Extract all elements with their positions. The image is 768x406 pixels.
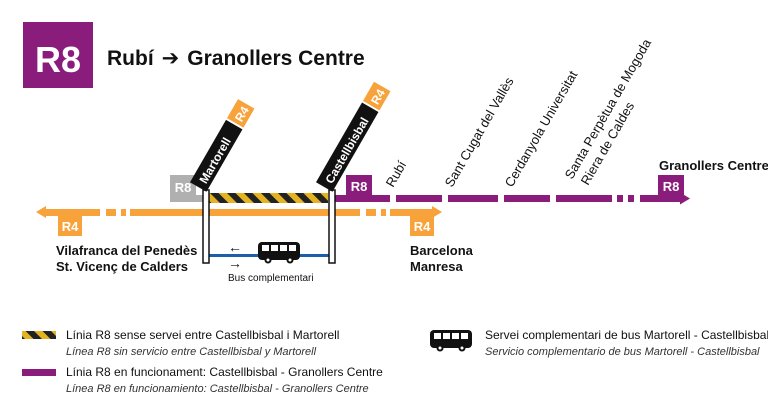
destination-right-1: Barcelona [410,243,474,258]
station-label: Rubí [383,158,410,190]
station-label: Santa Perpètua de Mogoda [562,36,655,182]
r8-segment [556,195,612,202]
r4-segment [381,209,386,216]
legend-title: Línia R8 en funcionament: Castellbisbal … [66,365,383,379]
legend-title: Servei complementari de bus Martorell - … [485,328,768,342]
station-castellbisbal-r4-badge [363,81,391,111]
r8-segment [640,195,682,202]
r4-badge-left-label: R4 [62,219,79,234]
station-martorell: Martorell R4 [190,99,255,192]
station-terminus-label: Granollers Centre [659,158,768,173]
route-arrow-icon: ➔ [162,47,180,70]
legend-subtitle: Servicio complementario de bus Martorell… [485,346,760,358]
line-badge-label: R8 [35,39,81,80]
r8-segment [396,195,442,202]
r4-segment [44,209,100,216]
r8-segment [330,195,390,202]
r8-segment [504,195,550,202]
r8-badge-castellbisbal-label: R8 [351,179,368,194]
r8-inactive-badge-label: R8 [175,180,192,195]
r8-badge-end-label: R8 [663,179,680,194]
arrow-right-icon: → [228,255,242,271]
r8-segment [617,195,623,202]
r4-segment [121,209,126,216]
destination-right-2: Manresa [410,259,464,274]
bus-icon [258,242,300,264]
r4-arrow-right [432,206,442,218]
bus-label: Bus complementari [228,273,314,284]
r4-segment [330,209,360,216]
r4-badge-right-label: R4 [414,219,431,234]
legend-subtitle: Línea R8 sin servicio entre Castellbisba… [66,346,317,358]
r4-segment [106,209,116,216]
station-castellbisbal-r4-badge-label: R4 [368,86,388,107]
route-origin: Rubí [107,47,155,70]
station-martorell-r4-badge-label: R4 [232,104,252,125]
legend-bus-icon [430,330,472,352]
r4-segment [205,209,330,216]
r4-arrow-left [36,206,46,218]
r4-segment [366,209,376,216]
r4-badge-left [58,216,82,236]
r8-segment [448,195,498,202]
r8-badge-end [658,175,684,195]
legend-swatch-no-service [22,331,56,339]
r4-segment [390,209,434,216]
station-bar-martorell [202,189,210,264]
station-label: Sant Cugat del Vallès [442,74,517,189]
route-title: Rubí ➔ Granollers Centre [107,47,365,70]
station-bar-castellbisbal [328,189,336,264]
route-destination: Granollers Centre [187,47,364,70]
legend-title: Línia R8 sense servei entre Castellbisba… [66,328,339,342]
arrow-left-icon: ← [228,239,242,255]
r8-arrow-right [680,192,690,205]
r4-badge-right [410,216,434,236]
line-badge-r8 [23,22,93,88]
r8-badge-castellbisbal [346,175,372,195]
r8-segment [628,195,634,202]
legend-swatch-r8 [22,369,56,376]
destination-left-2: St. Vicenç de Calders [56,259,188,274]
r8-inactive-badge [170,175,196,197]
no-service-segment [209,193,328,203]
station-martorell-r4-badge [227,99,255,128]
legend-subtitle: Línea R8 en funcionamiento: Castellbisba… [66,383,369,395]
r4-segment [130,209,205,216]
r8-inactive-segment [170,195,205,202]
destination-left-1: Vilafranca del Penedès [56,243,197,258]
